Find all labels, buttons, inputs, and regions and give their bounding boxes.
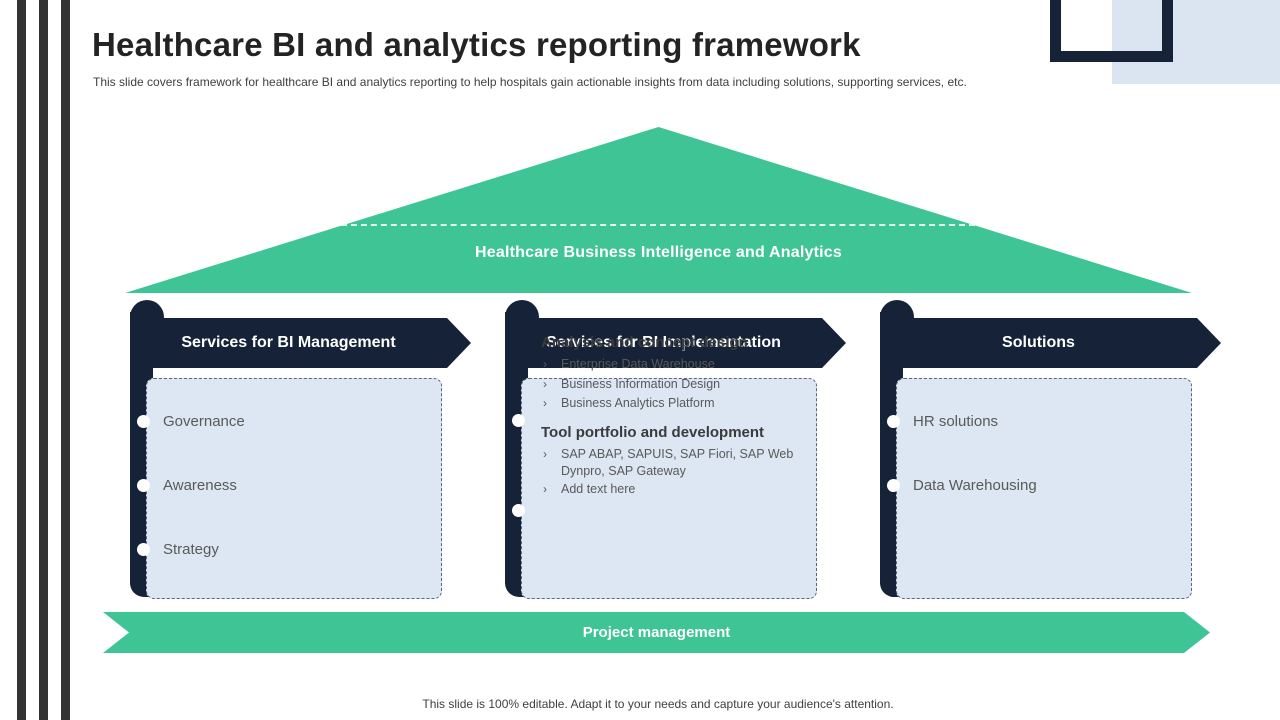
group-heading: Analysis and concept design [541,334,748,351]
roof-dashed-line [341,224,975,226]
circle-bullet [887,479,900,492]
banner-label: Project management [582,624,731,641]
circle-bullet [512,504,525,517]
list-item: HR solutions [913,413,999,430]
chevron-bullet-icon: › [543,357,547,371]
column-content-box [896,378,1192,599]
decor-vertical-bar [17,0,26,720]
circle-bullet [137,543,150,556]
page-title: Healthcare BI and analytics reporting fr… [92,26,861,63]
footer-note: This slide is 100% editable. Adapt it to… [422,697,894,711]
list-item: Awareness [163,477,237,494]
column-bi-implementation: Services for BI Implementation Analysis … [505,300,827,600]
list-item: Strategy [163,541,219,558]
list-item: Governance [163,413,245,430]
column-header-label: Services for BI Implementation [546,334,781,351]
chevron-bullet-icon: › [543,482,547,496]
sub-item-label: Business Information Design [561,377,721,391]
column-header: Services for BI Implementation [505,318,846,368]
chevron-bullet-icon: › [543,396,547,410]
roof-label: Healthcare Business Intelligence and Ana… [475,244,842,261]
sub-item: › SAP ABAP, SAPUIS, SAP Fiori, SAP Web Dy… [543,446,795,480]
circle-bullet [137,415,150,428]
column-header: Solutions [880,318,1221,368]
circle-bullet [137,479,150,492]
column-solutions: Solutions HR solutions Data Warehousing [880,300,1202,600]
decor-vertical-bar [61,0,70,720]
project-management-banner: Project management [103,612,1210,653]
circle-bullet [512,414,525,427]
sub-item-label: SAP ABAP, SAPUIS, SAP Fiori, SAP Web Dyn… [561,447,794,478]
decor-vertical-bar [39,0,48,720]
sub-item: › Enterprise Data Warehouse [543,356,793,373]
chevron-bullet-icon: › [543,447,547,461]
column-header: Services for BI Management [130,318,471,368]
page-subtitle: This slide covers framework for healthca… [93,75,967,89]
chevron-bullet-icon: › [543,377,547,391]
column-bi-management: Services for BI Management Governance Aw… [130,300,452,600]
sub-item-label: Add text here [561,482,636,496]
decor-square-frame [1050,0,1173,62]
circle-bullet [887,415,900,428]
sub-item: › Business Information Design [543,376,793,393]
group-heading: Tool portfolio and development [541,424,765,441]
list-item: Data Warehousing [913,477,1037,494]
decor-corner-rect [1112,0,1280,84]
sub-item: › Add text here [543,481,793,498]
sub-item: › Business Analytics Platform [543,395,793,412]
column-content-box [146,378,442,599]
sub-item-label: Business Analytics Platform [561,396,715,410]
column-content-box [521,378,817,599]
column-header-label: Solutions [1002,334,1075,351]
roof-triangle: Healthcare Business Intelligence and Ana… [125,127,1192,293]
column-header-label: Services for BI Management [181,334,396,351]
sub-item-label: Enterprise Data Warehouse [561,357,715,371]
